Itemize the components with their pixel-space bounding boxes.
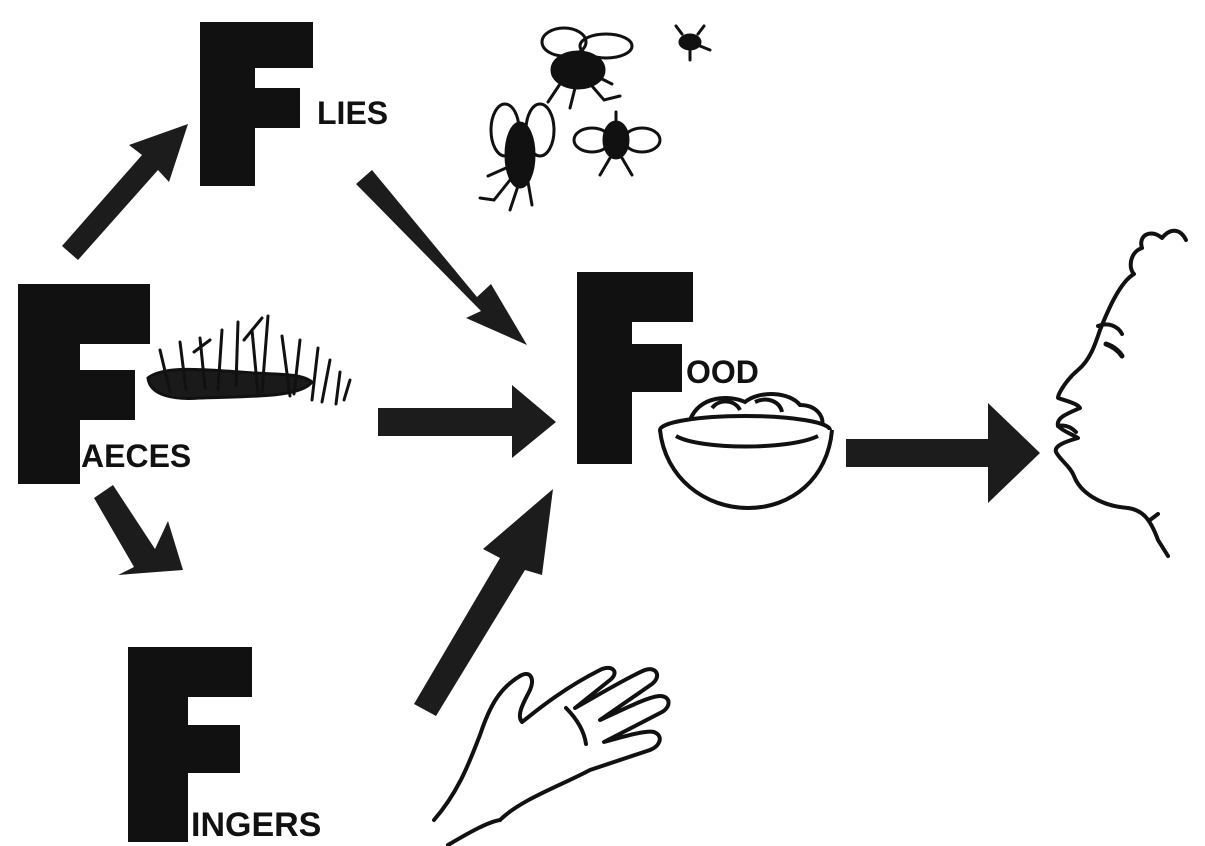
arrow-flies-to-food <box>356 170 527 345</box>
arrow-food-to-mouth <box>846 403 1040 503</box>
arrow-faeces-to-flies <box>62 124 188 260</box>
arrows <box>62 124 1040 716</box>
faeces-label: AECES <box>81 438 191 474</box>
flies-icon <box>480 26 710 210</box>
food-label: OOD <box>686 354 759 390</box>
fingers-label: INGERS <box>191 806 321 844</box>
flies-label: LIES <box>317 95 388 131</box>
letter-f-flies <box>200 22 313 186</box>
arrow-faeces-to-fingers <box>94 485 183 575</box>
hand-icon <box>434 668 669 845</box>
faeces-grass-icon <box>148 316 350 404</box>
arrow-faeces-to-food <box>378 385 556 458</box>
food-bowl-icon <box>660 394 832 508</box>
face-profile-icon <box>1056 231 1186 556</box>
